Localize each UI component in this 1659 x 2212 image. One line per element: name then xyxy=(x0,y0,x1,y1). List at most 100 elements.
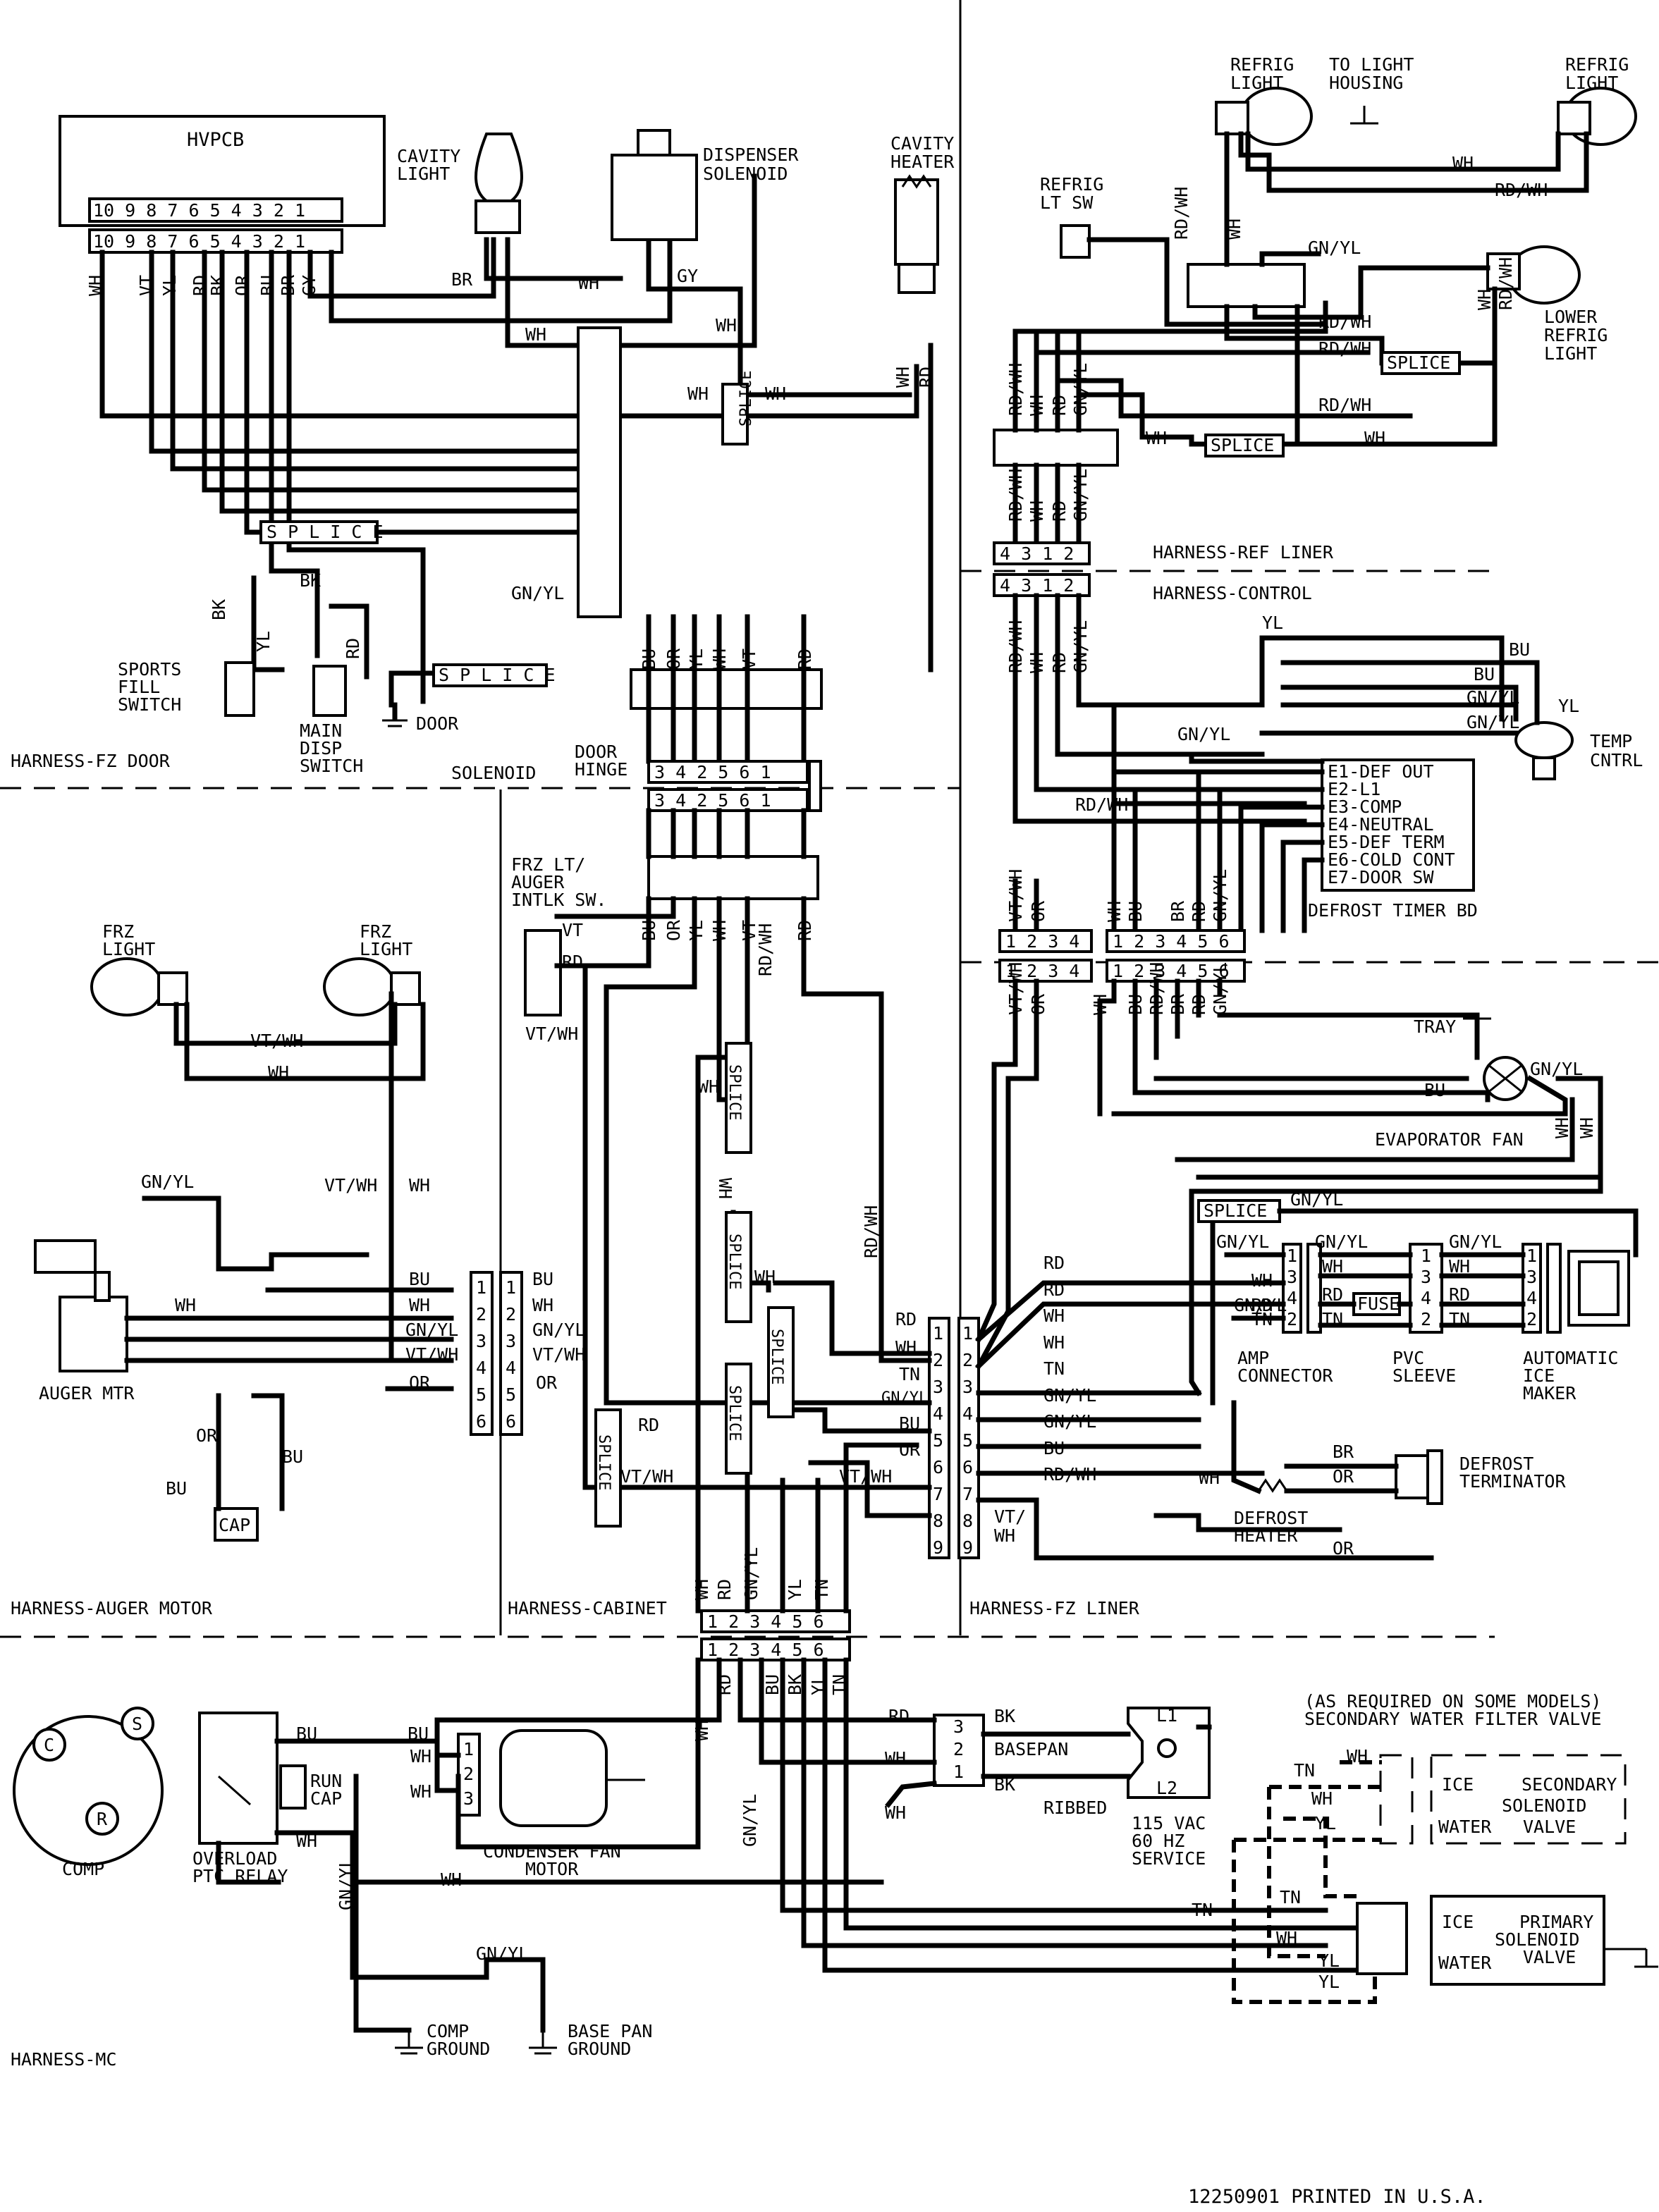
svg-text:SWITCH: SWITCH xyxy=(118,694,181,715)
svg-text:RD: RD xyxy=(1449,1284,1470,1305)
svg-text:YL: YL xyxy=(686,649,706,670)
svg-text:GN/YL: GN/YL xyxy=(1177,724,1230,744)
svg-text:SPLICE: SPLICE xyxy=(726,1385,743,1441)
svg-text:VT: VT xyxy=(136,275,157,296)
fz-door-wires xyxy=(99,173,933,708)
svg-text:TN: TN xyxy=(1449,1309,1470,1329)
svg-text:GN/YL: GN/YL xyxy=(1070,469,1091,522)
svg-text:WH: WH xyxy=(765,383,786,404)
dashed-harness xyxy=(1232,1760,1382,2004)
svg-text:SERVICE: SERVICE xyxy=(1132,1848,1206,1869)
svg-text:BU: BU xyxy=(166,1478,187,1499)
svg-text:WH: WH xyxy=(1043,1332,1065,1353)
svg-text:BU: BU xyxy=(639,920,659,941)
svg-text:TN: TN xyxy=(1294,1760,1315,1781)
svg-text:4: 4 xyxy=(1421,1288,1431,1308)
svg-text:SPLICE: SPLICE xyxy=(1211,435,1274,455)
svg-text:TERMINATOR: TERMINATOR xyxy=(1459,1471,1566,1492)
svg-text:SWITCH: SWITCH xyxy=(300,756,363,776)
svg-text:RD: RD xyxy=(562,952,583,972)
svg-text:GN/YL: GN/YL xyxy=(1234,1295,1287,1315)
svg-text:SPLICE: SPLICE xyxy=(1204,1200,1267,1221)
svg-text:WH: WH xyxy=(1311,1788,1333,1809)
svg-text:WH: WH xyxy=(1364,428,1385,448)
svg-text:WH: WH xyxy=(1027,395,1047,416)
harness-mc-label: HARNESS-MC xyxy=(11,2049,117,2070)
svg-text:L2: L2 xyxy=(1156,1778,1177,1798)
svg-text:3: 3 xyxy=(962,1377,973,1397)
svg-text:CAP: CAP xyxy=(310,1788,342,1809)
svg-text:1 2 3 4 5 6: 1 2 3 4 5 6 xyxy=(1113,931,1230,952)
svg-text:BU: BU xyxy=(1125,994,1146,1015)
svg-text:TO LIGHT: TO LIGHT xyxy=(1329,54,1414,75)
harness-cabinet-label: HARNESS-CABINET xyxy=(508,1598,667,1618)
fz-liner-wires xyxy=(975,978,1639,1561)
svg-text:BU: BU xyxy=(639,649,659,670)
svg-text:S P L I C E: S P L I C E xyxy=(439,665,556,685)
mc-wires xyxy=(216,1657,1364,2033)
svg-text:BU: BU xyxy=(899,1413,920,1434)
svg-text:FUSE: FUSE xyxy=(1357,1294,1400,1314)
svg-text:60 HZ: 60 HZ xyxy=(1132,1831,1184,1851)
svg-text:COMP: COMP xyxy=(62,1859,104,1879)
svg-text:1 2 3 4 5 6: 1 2 3 4 5 6 xyxy=(1113,961,1230,981)
svg-text:DEFROST: DEFROST xyxy=(1459,1454,1533,1474)
svg-text:BU: BU xyxy=(296,1723,317,1744)
svg-text:2: 2 xyxy=(953,1739,964,1759)
svg-text:WH: WH xyxy=(1199,1468,1220,1488)
overload-ptc-relay: OVERLOAD PTC RELAY xyxy=(192,1712,288,1886)
svg-text:YL: YL xyxy=(1262,613,1283,633)
svg-text:GN/YL: GN/YL xyxy=(1290,1189,1343,1210)
run-capacitor: RUN CAP xyxy=(279,1764,342,1809)
svg-text:GN/YL: GN/YL xyxy=(741,1547,761,1600)
svg-text:ICE: ICE xyxy=(1442,1912,1474,1932)
amp-connector: 1 3 4 2 AMP CONNECTOR xyxy=(1237,1243,1333,1386)
secondary-water-valve: ICE SECONDARY SOLENOID WATER VALVE xyxy=(1379,1754,1627,1845)
svg-text:VALVE: VALVE xyxy=(1523,1817,1576,1837)
svg-text:RD/WH: RD/WH xyxy=(1495,257,1516,310)
svg-text:4: 4 xyxy=(933,1403,943,1424)
svg-text:SPLICE: SPLICE xyxy=(726,1234,743,1289)
svg-text:RD/WH: RD/WH xyxy=(1146,962,1167,1015)
svg-text:GN/YL: GN/YL xyxy=(336,1857,356,1910)
svg-text:1: 1 xyxy=(953,1762,964,1782)
svg-text:3: 3 xyxy=(506,1331,516,1351)
svg-text:VT/WH: VT/WH xyxy=(250,1031,303,1051)
svg-text:DEFROST: DEFROST xyxy=(1234,1508,1308,1528)
door-ground: DOOR xyxy=(382,702,459,734)
svg-text:BK: BK xyxy=(209,599,229,620)
svg-text:OR: OR xyxy=(536,1372,558,1393)
svg-text:TN: TN xyxy=(1043,1358,1065,1379)
svg-text:HARNESS-REF LINER: HARNESS-REF LINER xyxy=(1153,542,1334,563)
svg-text:BASE PAN: BASE PAN xyxy=(568,2021,652,2041)
svg-text:VT/WH: VT/WH xyxy=(532,1344,585,1365)
svg-text:WATER: WATER xyxy=(1438,1953,1492,1973)
refrig-light-1: REFRIG LIGHT xyxy=(1215,54,1313,146)
svg-text:WH: WH xyxy=(1043,1305,1065,1326)
svg-text:BU: BU xyxy=(532,1269,553,1289)
svg-text:WH: WH xyxy=(410,1746,431,1766)
cavity-light: CAVITY LIGHT xyxy=(397,133,523,234)
svg-text:4: 4 xyxy=(506,1358,516,1378)
svg-text:WH: WH xyxy=(268,1062,289,1083)
svg-text:1: 1 xyxy=(1421,1246,1431,1266)
svg-text:LIGHT: LIGHT xyxy=(1544,343,1597,364)
svg-text:MAKER: MAKER xyxy=(1523,1383,1577,1403)
svg-text:BU: BU xyxy=(1125,901,1146,922)
svg-text:WH: WH xyxy=(994,1525,1015,1546)
svg-text:BU: BU xyxy=(762,1674,783,1695)
svg-text:WH: WH xyxy=(1322,1256,1343,1277)
svg-text:RD: RD xyxy=(795,920,815,941)
svg-text:TEMP: TEMP xyxy=(1590,731,1632,751)
svg-text:S P L I C E: S P L I C E xyxy=(267,522,384,542)
svg-text:YL: YL xyxy=(1318,1972,1340,1992)
svg-text:VT/WH: VT/WH xyxy=(620,1466,673,1487)
svg-text:SPLICE: SPLICE xyxy=(595,1434,613,1490)
svg-text:WH: WH xyxy=(410,1781,431,1802)
svg-text:WH: WH xyxy=(754,1267,776,1287)
svg-text:GN/YL: GN/YL xyxy=(1315,1231,1368,1252)
svg-text:WH: WH xyxy=(1552,1117,1572,1138)
svg-text:2: 2 xyxy=(476,1304,486,1325)
svg-text:RD: RD xyxy=(1043,1279,1065,1300)
svg-text:WH: WH xyxy=(698,1076,719,1097)
